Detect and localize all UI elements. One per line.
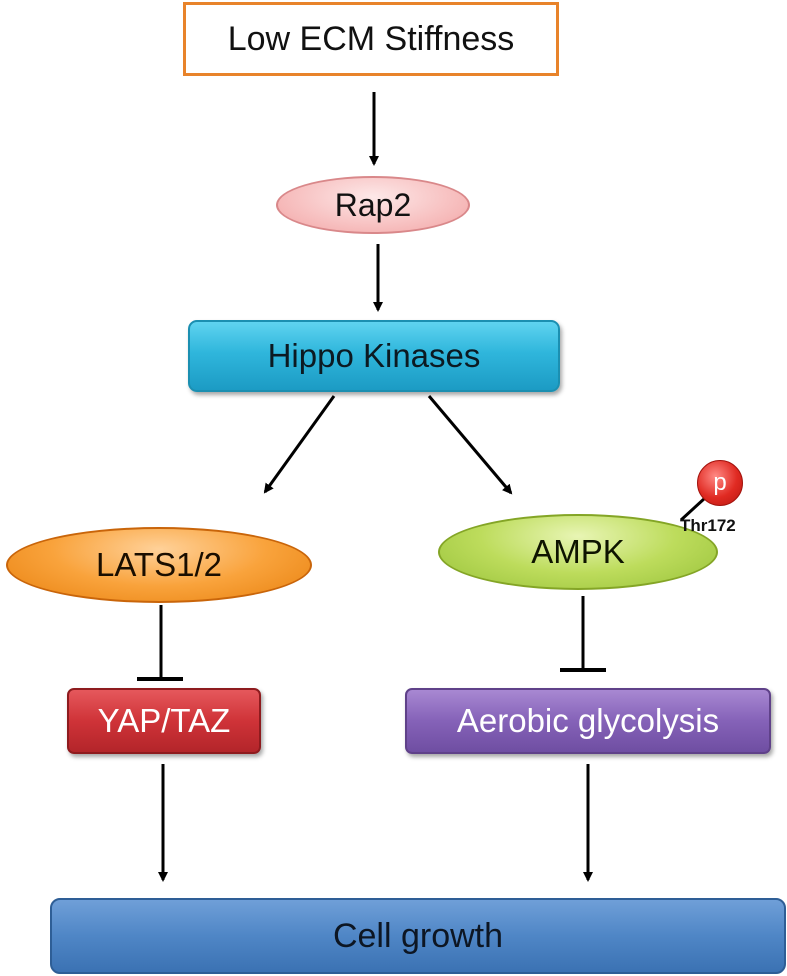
node-rap2: Rap2 [276, 176, 470, 234]
edge-hippo-to-lats [263, 395, 336, 494]
phospho-linker [679, 496, 707, 522]
node-yap-taz: YAP/TAZ [67, 688, 261, 754]
phosphorylation-badge: p [697, 460, 743, 506]
node-hippo-kinases: Hippo Kinases [188, 320, 560, 392]
edge-hippo-to-ampk [427, 395, 513, 495]
node-aerobic-glycolysis: Aerobic glycolysis [405, 688, 771, 754]
phosphorylation-site-label: Thr172 [680, 516, 736, 535]
node-low-ecm-stiffness: Low ECM Stiffness [183, 2, 559, 76]
edge-ampk-inhibits-aerobic [560, 596, 606, 672]
edge-lats-inhibits-yap [137, 605, 183, 681]
node-cell-growth: Cell growth [50, 898, 786, 974]
node-lats1-2: LATS1/2 [6, 527, 312, 603]
node-ampk: AMPK [438, 514, 718, 590]
